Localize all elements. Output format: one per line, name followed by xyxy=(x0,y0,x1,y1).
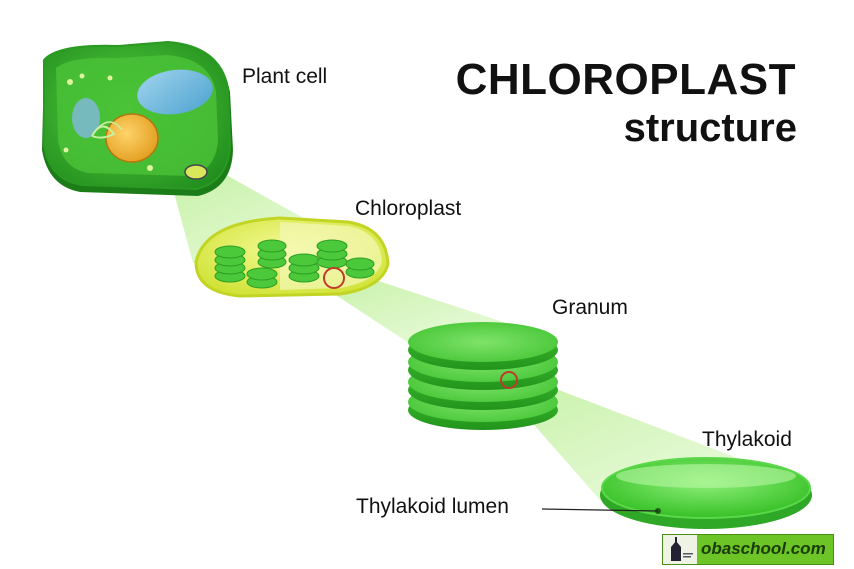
thylakoid-illustration xyxy=(600,457,812,529)
label-chloroplast: Chloroplast xyxy=(355,197,462,220)
label-thylakoid-lumen: Thylakoid lumen xyxy=(356,495,509,518)
page-title-line-1: CHLOROPLAST xyxy=(455,55,796,104)
granum-illustration xyxy=(408,322,558,430)
grana-stacks-in-chloroplast xyxy=(214,239,375,289)
plant-cell-illustration xyxy=(42,40,233,196)
highlight-circle-granum xyxy=(323,267,345,289)
label-thylakoid: Thylakoid xyxy=(702,428,792,451)
vacuole xyxy=(137,69,213,115)
label-plant-cell: Plant cell xyxy=(242,65,328,88)
nucleus xyxy=(105,113,159,163)
watermark-text: obaschool.com xyxy=(701,539,826,558)
watermark-badge: obaschool.com xyxy=(662,534,834,565)
page-title-line-2: structure xyxy=(623,106,797,150)
chloroplast-illustration xyxy=(194,216,390,298)
highlight-circle-thylakoid xyxy=(500,371,518,389)
thylakoid-lumen-leader-line xyxy=(541,508,659,512)
school-logo-icon xyxy=(663,535,697,564)
label-granum: Granum xyxy=(552,296,628,319)
